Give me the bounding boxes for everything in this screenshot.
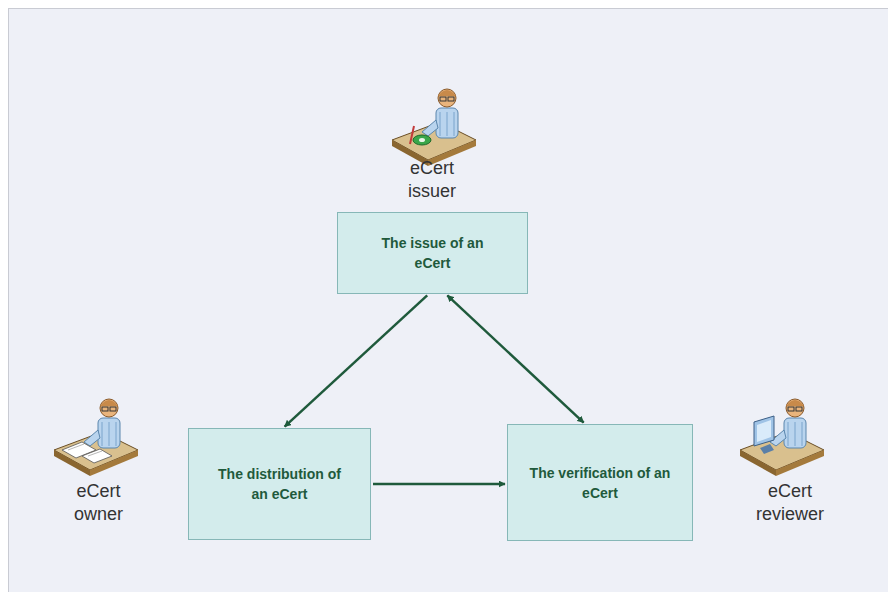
connector-arrow: [447, 295, 583, 422]
actor-label: eCert reviewer: [756, 480, 824, 526]
process-box: The verification of an eCert: [507, 424, 693, 541]
actor-label: eCert owner: [74, 480, 123, 526]
connector-arrow: [285, 295, 428, 426]
process-box: The distribution of an eCert: [188, 428, 371, 540]
box-text: The verification of an eCert: [525, 463, 675, 503]
connector-arrow: [373, 483, 505, 486]
actor-label: eCert issuer: [408, 157, 456, 203]
issuer-icon: [392, 89, 476, 166]
frame: [9, 9, 888, 592]
reviewer-icon: [740, 399, 824, 476]
box-text: The issue of an eCert: [370, 233, 495, 273]
process-box: The issue of an eCert: [337, 212, 528, 294]
box-text: The distribution of an eCert: [212, 464, 347, 504]
owner-icon: [54, 399, 138, 476]
